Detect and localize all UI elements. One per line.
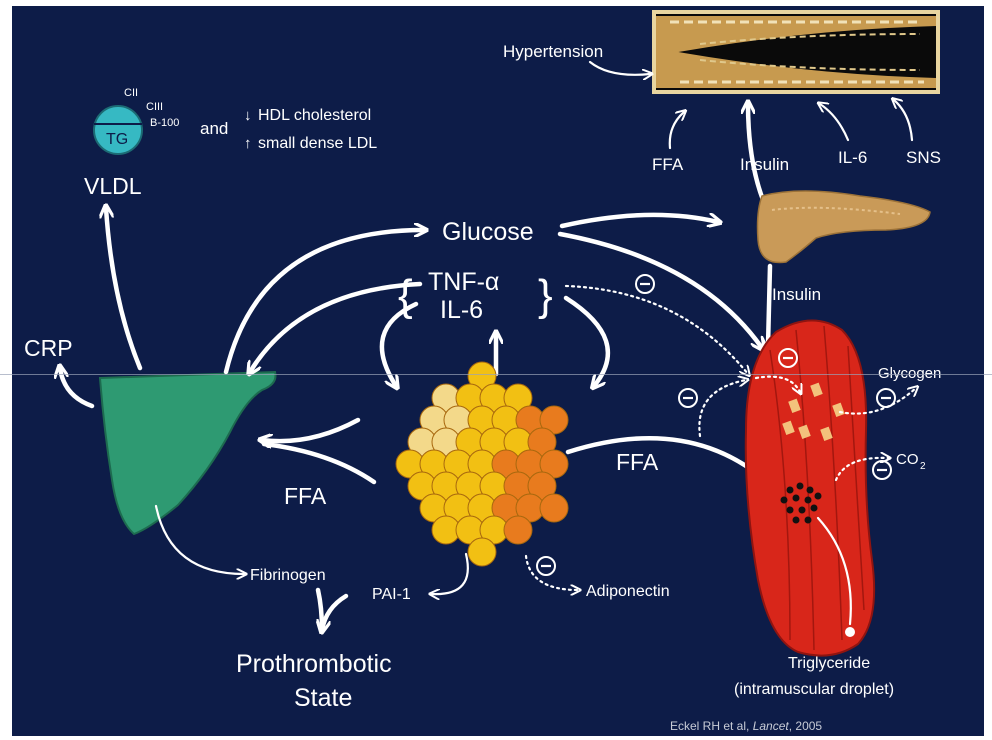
pai1-to-prothrombotic-arrow: [322, 596, 346, 630]
tnf-alpha-label: TNF-α: [428, 268, 499, 296]
citation-journal: Lancet: [753, 719, 790, 733]
prothrombotic-label-line1: Prothrombotic: [236, 650, 392, 678]
liver-icon: [100, 372, 275, 534]
inhibit-icon: [537, 557, 555, 575]
pancreas-insulin-label: Insulin: [772, 285, 821, 304]
insulin-to-muscle-arrow: [768, 266, 770, 346]
citation-authors: Eckel RH et al,: [670, 719, 753, 733]
vessel-sns-label: SNS: [906, 148, 941, 167]
liver-to-glucose-arrow: [226, 230, 424, 372]
citation-year: , 2005: [789, 719, 823, 733]
cytokines-to-liver-arrow: [250, 284, 420, 372]
co2-subscript: 2: [920, 461, 926, 472]
cytokines-inhibit-muscle-arrow: [566, 286, 748, 374]
pancreas-icon: [758, 191, 931, 263]
adipocyte: [468, 538, 496, 566]
apo-c3-label: CIII: [146, 101, 163, 113]
sns-to-vessel-arrow: [894, 100, 912, 140]
hdl-label: HDL cholesterol: [258, 107, 371, 124]
triglyceride-label-line1: Triglyceride: [788, 655, 870, 672]
adipose-tissue-icon: [396, 362, 568, 566]
blood-vessel: [652, 10, 940, 94]
glucose-label: Glucose: [442, 218, 534, 246]
hypertension-arrow: [590, 62, 650, 75]
hypertension-label: Hypertension: [503, 42, 603, 61]
fibrinogen-label: Fibrinogen: [250, 567, 326, 584]
il6-label: IL-6: [440, 296, 483, 324]
vldl-core-label: TG: [106, 131, 128, 148]
triglyceride-label-line2: (intramuscular droplet): [734, 681, 894, 698]
prothrombotic-label-line2: State: [294, 684, 352, 712]
apo-b100-label: B-100: [150, 117, 179, 129]
ffa-inhibit-glucose-uptake-arrow: [699, 380, 746, 436]
adipose-to-liver-lower-arrow: [264, 444, 374, 482]
inhibit-icon: [636, 275, 654, 293]
vessel-ffa-arrow: [670, 112, 684, 148]
muscle-ffa-label: FFA: [616, 449, 659, 475]
co2-label: CO: [896, 451, 919, 468]
inhibit-icon: [873, 461, 891, 479]
adipocyte: [504, 516, 532, 544]
vessel-insulin-label: Insulin: [740, 155, 789, 174]
vessel-il6-label: IL-6: [838, 148, 867, 167]
and-label: and: [200, 119, 228, 138]
cytokines-to-adipose-right-arrow: [566, 298, 608, 386]
vessel-ffa-label: FFA: [652, 155, 684, 174]
citation: Eckel RH et al, Lancet, 2005: [670, 719, 822, 733]
adipocyte: [540, 494, 568, 522]
insulin-to-vessel-arrow: [748, 104, 763, 200]
liver-ffa-label: FFA: [284, 483, 327, 509]
inhibit-icon: [679, 389, 697, 407]
image-seam-line: [0, 374, 992, 375]
liver-to-fibrinogen-arrow: [156, 506, 244, 574]
il6-to-vessel-arrow: [820, 104, 848, 140]
vldl-label: VLDL: [84, 173, 142, 199]
hdl-down-arrow: ↓: [244, 107, 252, 124]
pai1-label: PAI-1: [372, 586, 411, 603]
adiponectin-label: Adiponectin: [586, 583, 670, 600]
adipose-to-pai1-arrow: [432, 554, 468, 594]
glucose-to-muscle-arrow: [560, 234, 762, 348]
apo-c2-label: CII: [124, 87, 138, 99]
glucose-to-pancreas-arrow: [562, 215, 718, 226]
adipose-to-liver-upper-arrow: [262, 420, 358, 441]
crp-label: CRP: [24, 335, 73, 361]
cytokine-brace-right: }: [538, 271, 553, 320]
ldl-label: small dense LDL: [258, 135, 377, 152]
liver-to-vldl-arrow: [106, 208, 140, 368]
ldl-up-arrow: ↑: [244, 135, 252, 152]
triglyceride-leader-dot: [845, 627, 855, 637]
